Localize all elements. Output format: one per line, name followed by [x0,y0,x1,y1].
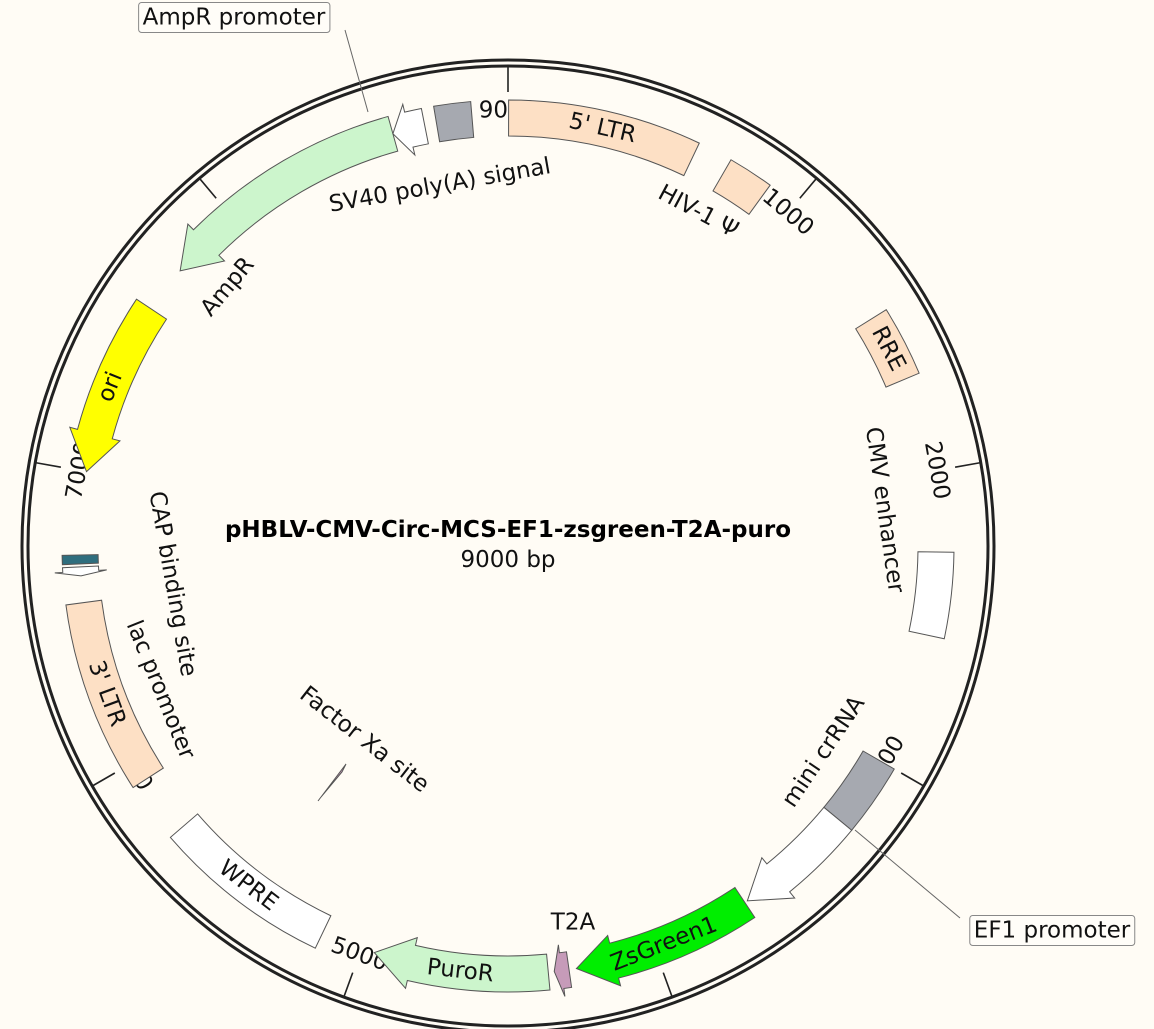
feature-ampr[interactable] [179,115,399,272]
feature-zsgreen1[interactable] [575,886,756,987]
feature-5-ltr[interactable] [508,99,700,177]
feature-ef1-promoter[interactable] [746,806,853,902]
callout-line-ampr-promoter [344,29,369,113]
feature-3-ltr[interactable] [65,599,165,789]
feature-ampr-promoter[interactable] [392,102,429,157]
tick-5000 [343,972,354,998]
tick-1000 [799,177,818,199]
feature-ori[interactable] [68,298,168,473]
tick-label-2000: 2000 [919,439,955,501]
tick-2000 [954,461,981,468]
feature-factor-xa-site[interactable] [317,763,347,802]
plasmid-title: pHBLV-CMV-Circ-MCS-EF1-zsgreen-T2A-puro [225,517,791,543]
label-factor-xa-site: Factor Xa site [295,681,434,798]
feature-lac-promoter[interactable] [54,565,107,577]
callout-line-ef1-promoter [854,829,961,919]
feature-layer [54,99,955,997]
tick-6000 [91,772,116,787]
label-cmv-enhancer: CMV enhancer [860,425,909,595]
feature-cmv-enhancer[interactable] [908,551,955,640]
callout-box-ampr-promoter [138,2,331,33]
feature-hiv-1[interactable] [712,159,771,216]
tick-7000 [35,461,62,468]
tick-label-1000: 1000 [757,184,819,242]
feature-puror[interactable] [373,936,551,993]
plasmid-size: 9000 bp [460,547,555,573]
callout-label-ampr-promoter: AmpR promoter [143,5,326,31]
feature-sv40-poly-a-signal[interactable] [433,101,475,143]
tick-3000 [900,772,925,787]
feature-cap-binding-site[interactable] [61,554,99,566]
feature-rre[interactable] [855,308,920,388]
feature-t2a[interactable] [553,944,573,997]
callout-box-ef1-promoter [969,915,1136,946]
tick-8000 [198,177,217,199]
callout-label-ef1-promoter: EF1 promoter [974,918,1131,944]
label-t2a: T2A [550,910,596,936]
backbone-outer-ring [20,58,996,1029]
feature-wpre[interactable] [169,813,332,949]
tick-4000 [662,972,673,998]
